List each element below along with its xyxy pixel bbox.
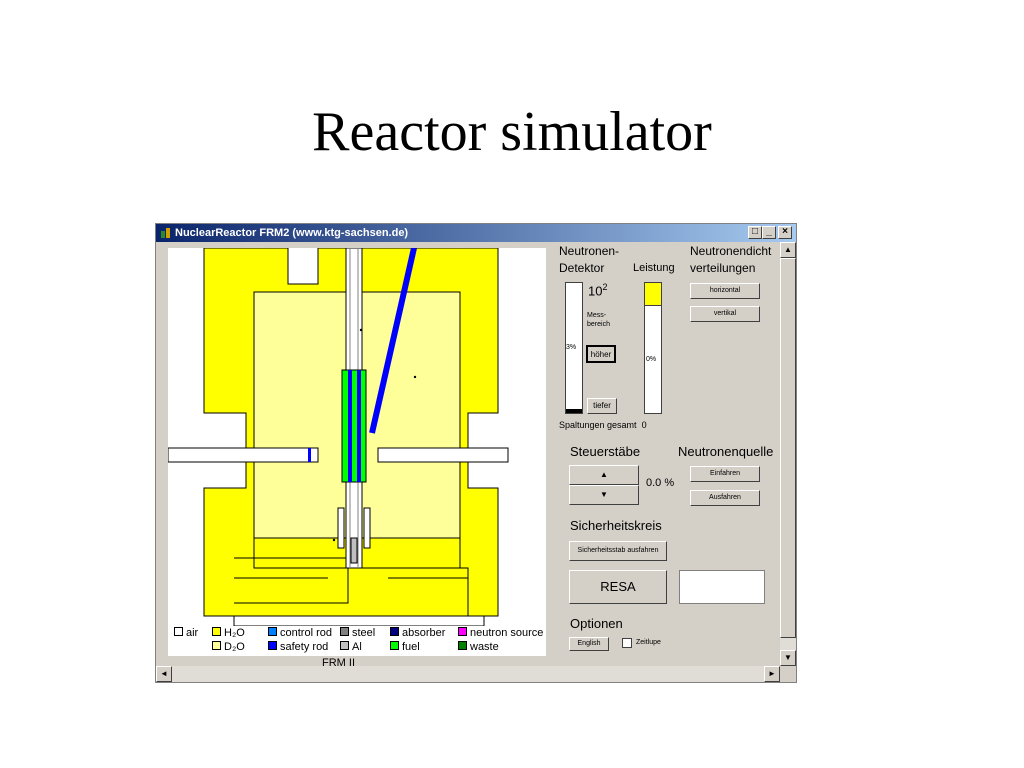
options-heading: Optionen [570, 616, 623, 631]
neutron-source-heading: Neutronenquelle [678, 444, 774, 459]
safety-heading: Sicherheitskreis [570, 518, 662, 533]
legend-item: neutron source [458, 627, 543, 639]
range-higher-button[interactable]: höher [586, 345, 616, 363]
distribution-heading-1: Neutronendicht [690, 244, 772, 258]
english-button[interactable]: English [569, 637, 609, 651]
detector-heading-2: Detektor [559, 261, 605, 275]
legend-item: absorber [390, 627, 445, 639]
legend-swatch-al [340, 641, 349, 650]
power-meter [644, 282, 662, 414]
minimize-button[interactable]: _ [762, 226, 776, 239]
legend-item: fuel [390, 641, 420, 653]
horizontal-distribution-button[interactable]: horizontal [690, 283, 760, 299]
source-insert-button[interactable]: Einfahren [690, 466, 760, 482]
legend-swatch-neutron-source [458, 627, 467, 636]
scroll-up-button[interactable]: ▲ [780, 242, 796, 258]
distribution-heading-2: verteilungen [690, 261, 756, 275]
reactor-cross-section [168, 248, 546, 627]
range-label-1: Mess- [587, 312, 607, 319]
control-rods-down-button[interactable]: ▼ [569, 485, 639, 505]
horizontal-scrollbar[interactable]: ◄ ► [156, 666, 780, 682]
legend-swatch-steel [340, 627, 349, 636]
scroll-right-button[interactable]: ► [764, 666, 780, 682]
window-title: NuclearReactor FRM2 (www.ktg-sachsen.de) [175, 227, 409, 239]
legend-swatch-fuel [390, 641, 399, 650]
legend-item: air [174, 627, 198, 639]
legend-swatch-control-rod [268, 627, 277, 636]
legend-swatch-h2o [212, 627, 221, 636]
range-lower-button[interactable]: tiefer [587, 398, 617, 414]
control-rods-heading: Steuerstäbe [570, 444, 641, 459]
legend-item: safety rod [268, 641, 328, 653]
legend-swatch-d2o [212, 641, 221, 650]
simulator-window: NuclearReactor FRM2 (www.ktg-sachsen.de)… [155, 223, 797, 683]
legend-item: control rod [268, 627, 332, 639]
canvas-caption: FRM II [322, 657, 355, 666]
scroll-left-button[interactable]: ◄ [156, 666, 172, 682]
range-label-2: bereich [587, 321, 610, 328]
resize-grip[interactable] [780, 666, 796, 682]
control-rods-position: 0.0 % [646, 477, 675, 489]
window-titlebar[interactable]: NuclearReactor FRM2 (www.ktg-sachsen.de)… [156, 224, 796, 242]
scroll-thumb[interactable] [780, 258, 796, 638]
safety-status-display [679, 570, 765, 604]
legend-item: Al [340, 641, 362, 653]
detector-level-label: 3% [566, 344, 577, 351]
scroll-down-button[interactable]: ▼ [780, 650, 796, 666]
legend-swatch-safety-rod [268, 641, 277, 650]
legend-item: D₂O [212, 641, 245, 653]
detector-heading-1: Neutronen- [559, 244, 620, 258]
reactor-app-icon [161, 228, 170, 238]
source-withdraw-button[interactable]: Ausfahren [690, 490, 760, 506]
power-meter-cap [645, 283, 661, 306]
legend-swatch-waste [458, 641, 467, 650]
material-legend: air H₂O control rod steel absorber neutr… [168, 626, 546, 656]
legend-item: waste [458, 641, 499, 653]
legend-item: steel [340, 627, 375, 639]
timelapse-label: Zeitlupe [636, 639, 661, 646]
vertical-scrollbar[interactable]: ▲ ▼ [780, 242, 796, 666]
control-rods-up-button[interactable]: ▲ [569, 465, 639, 485]
detector-meter-fill [566, 409, 582, 413]
resa-button[interactable]: RESA [569, 570, 667, 604]
range-value: 102 [588, 282, 608, 299]
slide-title: Reactor simulator [312, 101, 712, 163]
legend-item: H₂O [212, 627, 245, 639]
power-level-label: 0% [646, 356, 657, 363]
power-heading: Leistung [633, 262, 675, 274]
fissions-total: Spaltungen gesamt 0 [559, 420, 647, 430]
vertical-distribution-button[interactable]: vertikal [690, 306, 760, 322]
maximize-button[interactable]: □ [748, 226, 762, 239]
legend-swatch-absorber [390, 627, 399, 636]
reactor-canvas[interactable]: air H₂O control rod steel absorber neutr… [168, 248, 546, 656]
timelapse-checkbox[interactable] [622, 638, 632, 648]
close-button[interactable]: × [778, 226, 792, 239]
legend-swatch-air [174, 627, 183, 636]
safety-rod-withdraw-button[interactable]: Sicherheitsstab ausfahren [569, 541, 667, 561]
detector-meter [565, 282, 583, 414]
